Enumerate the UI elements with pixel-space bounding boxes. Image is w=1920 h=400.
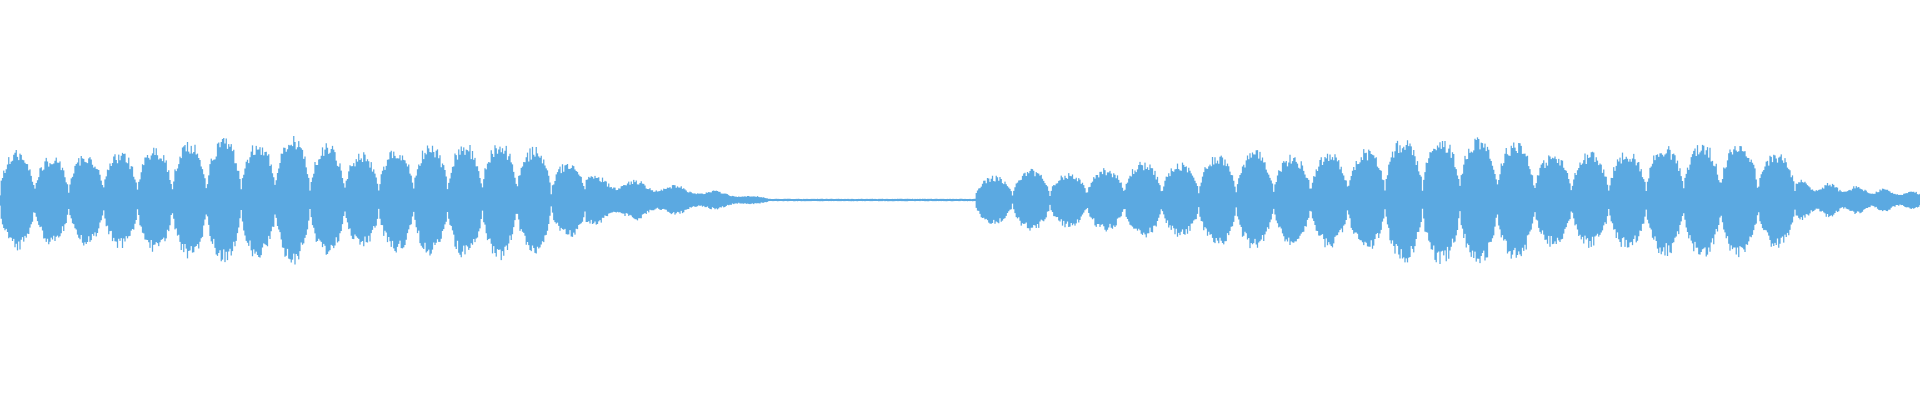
waveform-path — [0, 135, 1920, 265]
waveform-samples — [0, 135, 1920, 265]
